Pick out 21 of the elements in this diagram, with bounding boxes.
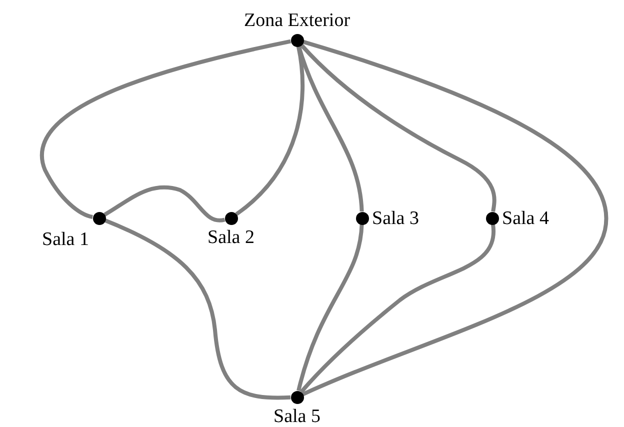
connector-line [104, 218, 291, 400]
node-dot [92, 212, 106, 224]
node-dot [290, 390, 304, 404]
node-label: Sala 4 [502, 208, 549, 228]
connector-line [104, 185, 226, 222]
connector-line [235, 46, 305, 216]
node-label: Sala 2 [208, 228, 254, 247]
connector-line [40, 39, 292, 219]
connector-line [296, 224, 364, 392]
node-dot [486, 212, 498, 224]
connector-line [300, 44, 496, 212]
node-label: Sala 1 [42, 230, 89, 249]
node-label: Zona Exterior [244, 11, 350, 30]
node-dot [356, 212, 368, 224]
node-dot [290, 34, 304, 46]
node-label: Sala 5 [274, 407, 320, 426]
connector-line [300, 224, 496, 394]
connector-line [296, 46, 364, 212]
node-label: Sala 3 [372, 208, 419, 228]
connector-line [302, 40, 608, 396]
node-dot [224, 212, 238, 224]
